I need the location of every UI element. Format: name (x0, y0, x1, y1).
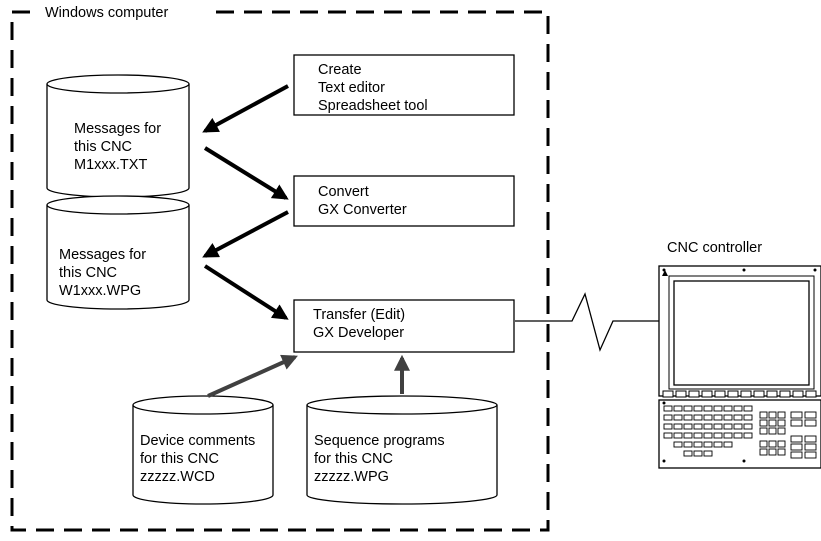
device-comments-cylinder (132, 395, 274, 505)
transfer-line-2: GX Developer (313, 325, 405, 341)
messages-txt-line-3: M1xxx.TXT (74, 157, 148, 173)
messages-wpg-line-3: W1xxx.WPG (59, 283, 142, 299)
sequence-programs-line-3: zzzzz.WPG (314, 469, 389, 485)
sequence-programs-text: Sequence programs for this CNC zzzzz.WPG (314, 432, 445, 486)
device-comments-line-3: zzzzz.WCD (140, 469, 215, 485)
messages-wpg-text: Messages for this CNC W1xxx.WPG (59, 246, 146, 300)
convert-line-1: Convert (318, 184, 369, 200)
cnc-controller-label: CNC controller (667, 240, 763, 256)
device-comments-text: Device comments for this CNC zzzzz.WCD (140, 432, 255, 486)
boundary-label: Windows computer (42, 4, 172, 22)
arrow-wpg-to-transfer (203, 264, 289, 320)
sequence-programs-line-2: for this CNC (314, 451, 393, 467)
transfer-box-text: Transfer (Edit) GX Developer (313, 306, 405, 342)
transfer-line-1: Transfer (Edit) (313, 307, 406, 323)
messages-wpg-line-2: this CNC (59, 265, 118, 281)
messages-txt-cylinder (46, 74, 190, 198)
create-box-text: Create Text editor Spreadsheet tool (318, 61, 428, 115)
cnc-keys (663, 405, 817, 459)
sequence-programs-cylinder (306, 395, 498, 505)
create-line-1: Create (318, 62, 362, 78)
create-line-3: Spreadsheet tool (318, 98, 428, 114)
convert-box-text: Convert GX Converter (318, 183, 407, 219)
transfer-box (293, 299, 515, 353)
messages-txt-line-1: Messages for (74, 121, 162, 137)
messages-wpg-line-1: Messages for (59, 247, 147, 263)
arrow-convert-to-wpg (202, 210, 289, 258)
messages-txt-text: Messages for this CNC M1xxx.TXT (74, 120, 161, 174)
messages-wpg-cylinder (46, 195, 190, 310)
arrow-create-to-messages (202, 84, 289, 133)
convert-box (293, 175, 515, 227)
sequence-programs-line-1: Sequence programs (314, 433, 445, 449)
convert-line-2: GX Converter (318, 202, 407, 218)
device-comments-line-1: Device comments (140, 433, 256, 449)
windows-computer-boundary (10, 10, 550, 532)
cnc-controller-unit (658, 265, 821, 469)
create-line-2: Text editor (318, 80, 385, 96)
arrow-messages-to-convert (203, 146, 289, 200)
serial-connection-line (515, 292, 661, 352)
arrow-comments-to-transfer (207, 354, 298, 398)
cnc-softkeys (662, 390, 817, 398)
device-comments-line-2: for this CNC (140, 451, 219, 467)
cnc-screen (673, 280, 810, 386)
create-box (293, 54, 515, 116)
messages-txt-line-2: this CNC (74, 139, 133, 155)
